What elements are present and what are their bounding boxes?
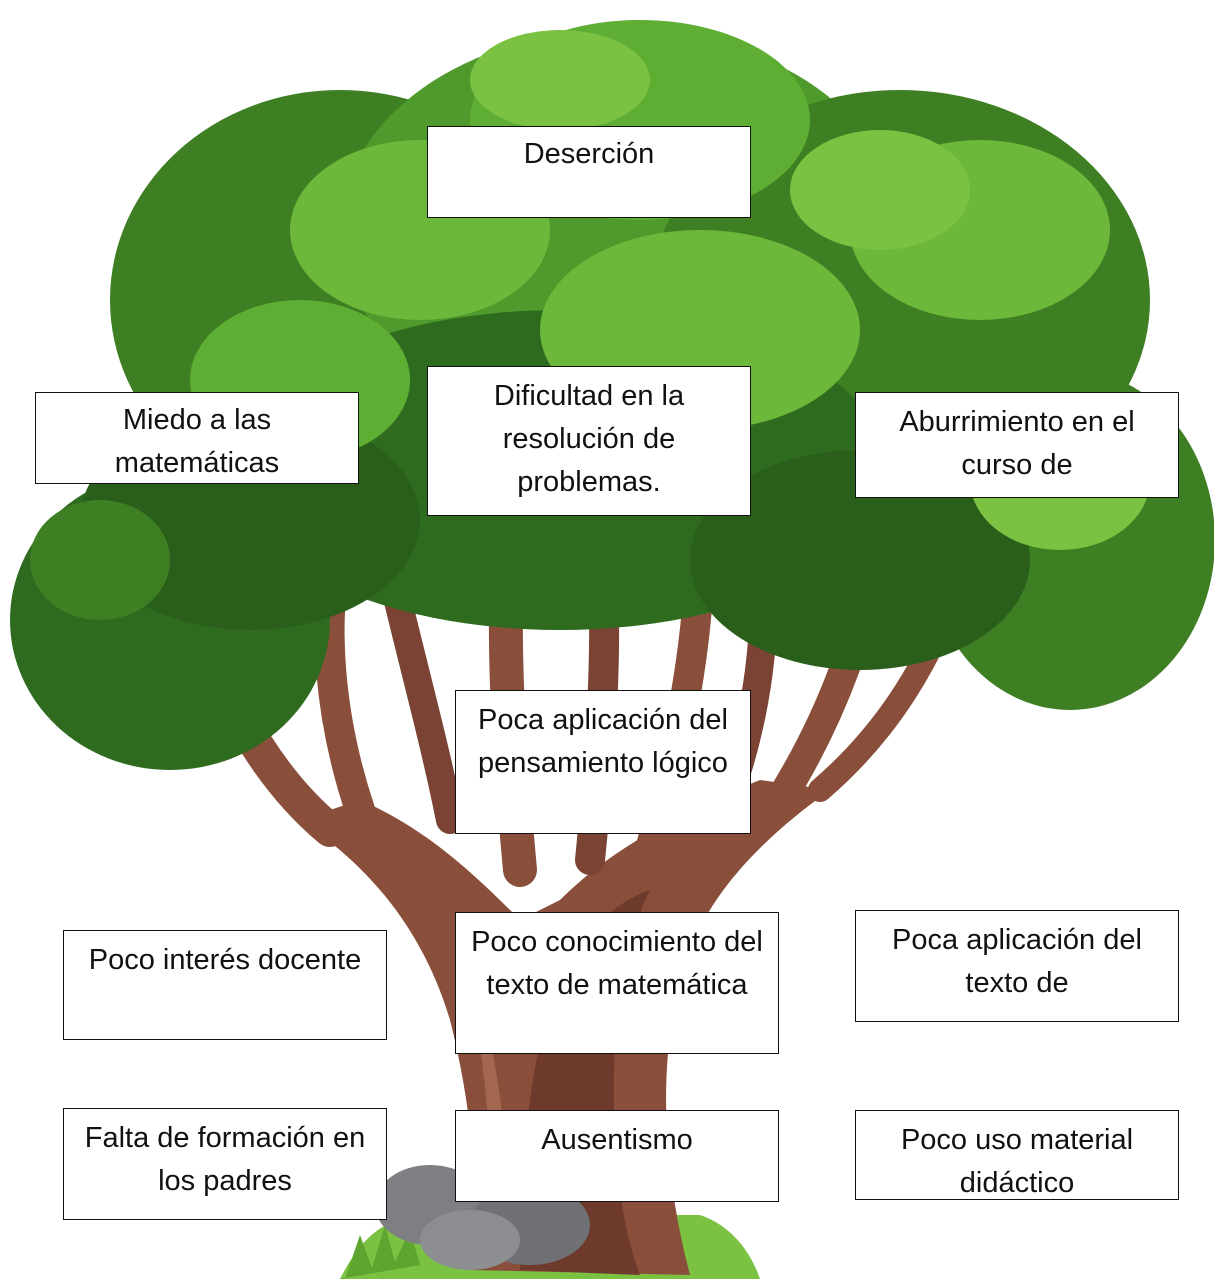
cause-box-row1-right: Poca aplicación del texto de <box>855 910 1179 1022</box>
cause-row2-left-label: Falta de formación en los padres <box>84 1122 366 1197</box>
cause-box-row2-right: Poco uso material didáctico <box>855 1110 1179 1200</box>
cause-box-row1-center: Poco conocimiento del texto de matemátic… <box>455 912 779 1054</box>
cause-row2-center-label: Ausentismo <box>541 1124 693 1156</box>
cause-row1-center-label: Poco conocimiento del texto de matemátic… <box>471 926 763 1001</box>
problem-label: Poca aplicación del pensamiento lógico <box>478 704 728 779</box>
effect-top-label: Deserción <box>523 138 655 170</box>
effect-box-right: Aburrimiento en el curso de <box>855 392 1179 498</box>
effect-box-left: Miedo a las matemáticas <box>35 392 359 484</box>
cause-row1-right-label: Poca aplicación del texto de <box>892 924 1142 999</box>
cause-row1-left-label: Poco interés docente <box>88 944 362 976</box>
grass-blades <box>340 1225 420 1279</box>
cause-box-row2-left: Falta de formación en los padres <box>63 1108 387 1220</box>
cause-row2-right-label: Poco uso material didáctico <box>900 1124 1134 1199</box>
effect-center-label: Dificultad en la resolución de problemas… <box>493 380 685 498</box>
effect-left-label: Miedo a las matemáticas <box>114 404 280 479</box>
effect-right-label: Aburrimiento en el curso de <box>899 406 1135 481</box>
effect-box-top: Deserción <box>427 126 751 218</box>
cause-box-row2-center: Ausentismo <box>455 1110 779 1202</box>
cause-box-row1-left: Poco interés docente <box>63 930 387 1040</box>
effect-box-center: Dificultad en la resolución de problemas… <box>427 366 751 516</box>
problem-box: Poca aplicación del pensamiento lógico <box>455 690 751 834</box>
